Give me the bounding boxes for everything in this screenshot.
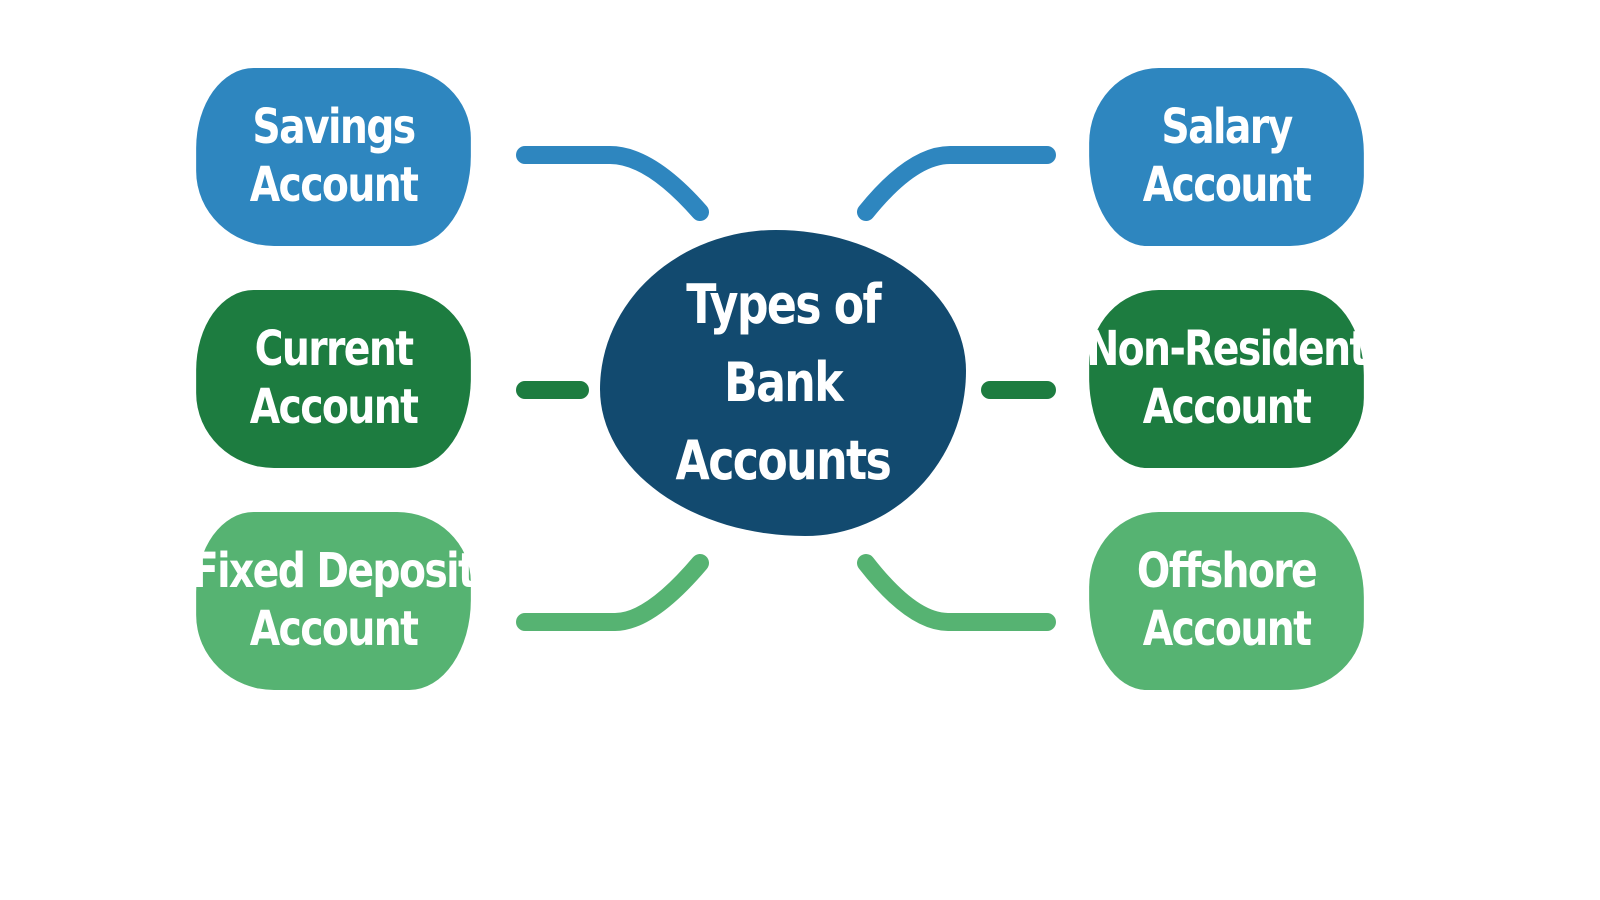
connector-salary: [857, 146, 1056, 221]
node-fixed-deposit-line-1: Fixed Deposit: [191, 543, 477, 600]
node-current-line-2: Account: [249, 379, 419, 435]
center-line-3: Accounts: [675, 429, 892, 493]
connector-offshore: [857, 554, 1056, 631]
connector-fixed-deposit: [516, 554, 709, 631]
node-current-line-1: Current: [254, 321, 414, 378]
node-fixed-deposit-account: Fixed Deposit Account: [192, 512, 477, 690]
center-node-types-of-bank-accounts: Types of Bank Accounts: [600, 230, 966, 536]
node-non-resident-line-2: Account: [1142, 379, 1312, 435]
node-offshore-account: Offshore Account: [1089, 512, 1364, 690]
node-non-resident-line-1: Non-Resident: [1086, 321, 1368, 378]
node-savings-line-1: Savings: [252, 99, 416, 156]
node-offshore-line-2: Account: [1142, 601, 1312, 657]
node-non-resident-account: Non-Resident Account: [1086, 290, 1368, 468]
node-savings-account: Savings Account: [196, 68, 471, 246]
node-offshore-line-1: Offshore: [1136, 543, 1318, 600]
center-line-1: Types of: [686, 272, 882, 336]
node-fixed-deposit-line-2: Account: [249, 601, 419, 657]
node-current-account: Current Account: [196, 290, 471, 468]
node-salary-line-2: Account: [1142, 157, 1312, 213]
node-salary-account: Salary Account: [1089, 68, 1364, 246]
center-line-2: Bank: [723, 350, 844, 414]
node-salary-line-1: Salary: [1161, 99, 1293, 156]
node-savings-line-2: Account: [249, 157, 419, 213]
connector-savings: [516, 146, 709, 221]
